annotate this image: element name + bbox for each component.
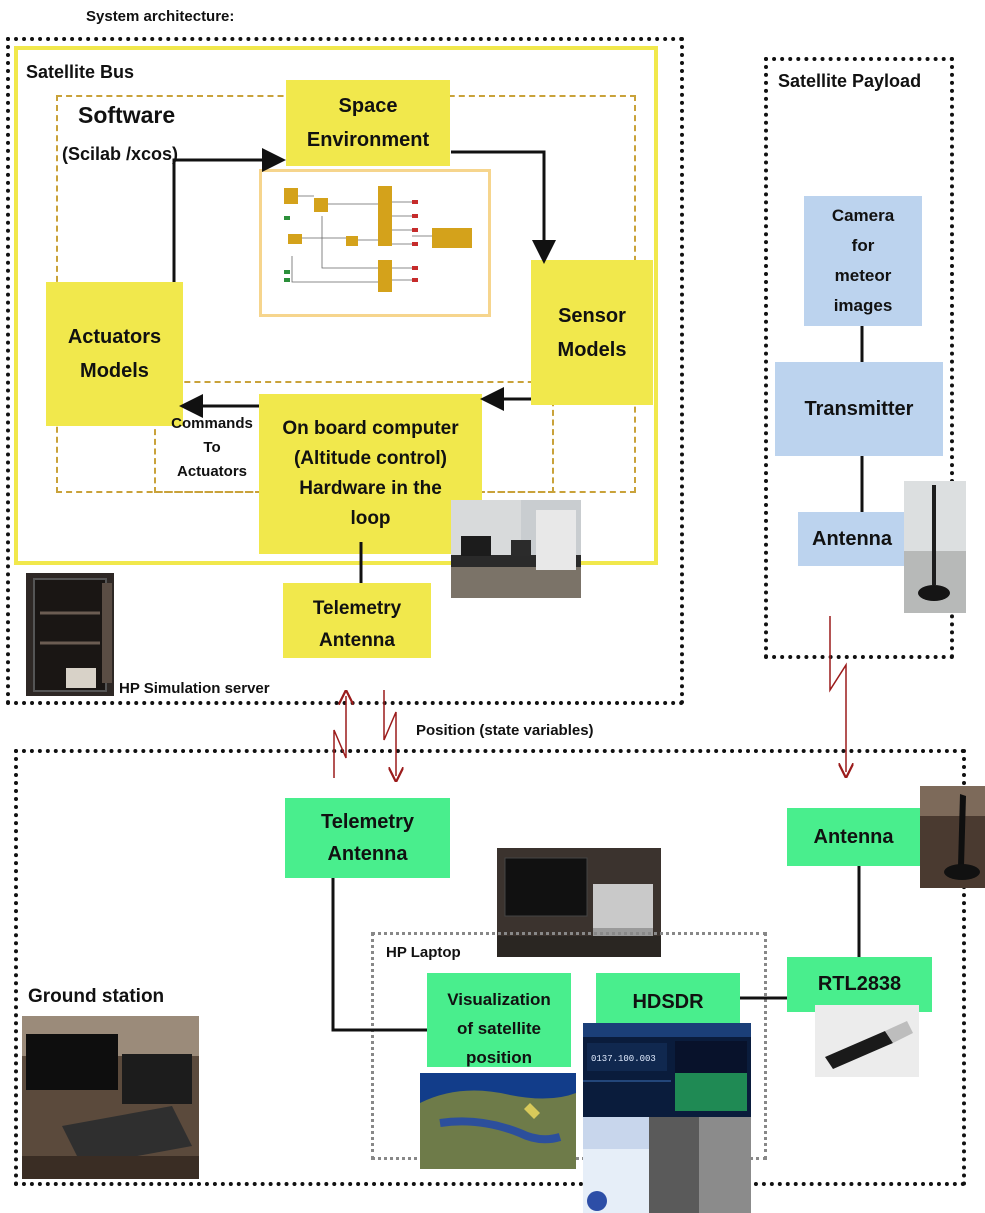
commands-to-actuators-label: Commands To Actuators xyxy=(171,415,253,480)
ground-antenna-photo xyxy=(920,786,985,888)
sdr-spectrum-image: 0137.100.003 xyxy=(583,1023,751,1117)
usb-dongle-photo xyxy=(815,1005,919,1077)
satellite-payload-frame xyxy=(764,57,954,659)
ground-station-photo xyxy=(22,1016,199,1179)
satellite-bus-inner-frame xyxy=(14,46,658,565)
payload-signal xyxy=(829,616,846,772)
position-link-label: Position (state variables) xyxy=(416,722,594,739)
rtl2838-box: RTL2838 xyxy=(787,957,932,1012)
bus-telemetry-antenna-box: Telemetry Antenna xyxy=(283,583,431,658)
visualization-box: Visualization of satellite position xyxy=(427,973,571,1067)
ground-antenna-box: Antenna xyxy=(787,808,920,866)
hdsdr-box: HDSDR xyxy=(596,973,740,1027)
actuators-to-space-arrow xyxy=(172,148,286,282)
payload-antenna-box: Antenna xyxy=(798,512,906,566)
software-title: Software xyxy=(78,102,176,128)
server-label: HP Simulation server xyxy=(119,680,270,697)
camera-box: Camera for meteor images xyxy=(804,196,922,326)
ground-station-label: Ground station xyxy=(28,986,165,1007)
laptop-photo xyxy=(497,848,661,957)
hp-laptop-label: HP Laptop xyxy=(386,944,461,961)
svg-text:0137.100.003: 0137.100.003 xyxy=(591,1054,656,1064)
actuators-models-box: Actuators Models xyxy=(46,282,183,426)
ground-station-frame xyxy=(14,749,966,1186)
uplink-signal xyxy=(333,696,346,778)
satellite-bus-label: Satellite Bus xyxy=(26,62,135,82)
downlink-signal xyxy=(383,690,396,776)
obc-box: On board computer (Altitude control) Har… xyxy=(259,394,482,554)
diagram-title: System architecture: xyxy=(86,8,235,25)
ground-telemetry-antenna-box: Telemetry Antenna xyxy=(285,798,450,878)
earth-map-image xyxy=(420,1073,576,1169)
xcos-diagram-image xyxy=(259,169,491,317)
server-rack-photo xyxy=(26,573,114,696)
ground-antenna-to-visualization-line xyxy=(331,878,427,1032)
sensor-models-box: Sensor Models xyxy=(531,260,653,405)
satellite-payload-label: Satellite Payload xyxy=(778,71,922,91)
software-subtitle: (Scilab /xcos) xyxy=(62,144,179,164)
lab-room-photo xyxy=(451,500,581,598)
transmitter-box: Transmitter xyxy=(775,362,943,456)
antenna-photo xyxy=(904,481,966,613)
weather-image xyxy=(583,1117,751,1213)
space-to-sensor-arrow xyxy=(451,150,556,264)
space-environment-box: Space Environment xyxy=(286,80,450,166)
